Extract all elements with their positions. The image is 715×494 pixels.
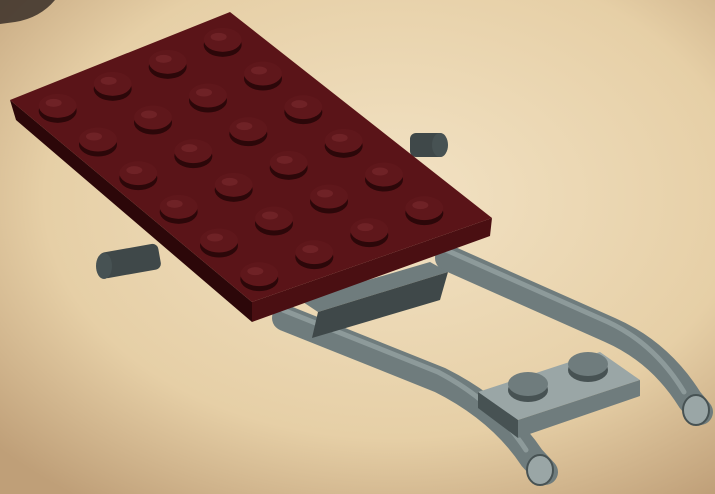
plate-stud xyxy=(240,262,278,291)
plate-stud xyxy=(79,128,117,157)
plate-stud xyxy=(189,84,227,113)
plate-stud xyxy=(94,72,132,101)
plate-stud xyxy=(244,62,282,91)
plate-stud xyxy=(255,207,293,236)
plate-stud xyxy=(134,106,172,135)
plate-stud xyxy=(284,95,322,124)
plate-stud xyxy=(160,195,198,224)
plate-stud xyxy=(39,94,77,123)
plate-stud xyxy=(270,151,308,180)
plate-stud xyxy=(325,129,363,158)
plate-stud xyxy=(119,161,157,190)
plate-stud xyxy=(215,173,253,202)
plate-stud xyxy=(310,185,348,214)
small-plate-stud xyxy=(568,352,608,382)
small-plate-stud xyxy=(508,372,548,402)
plate-stud xyxy=(204,28,242,57)
side-pin-right xyxy=(410,133,448,157)
plate-stud xyxy=(149,50,187,79)
plate-stud xyxy=(200,229,238,258)
plate-stud xyxy=(174,139,212,168)
plate-stud xyxy=(405,196,443,225)
plate-stud xyxy=(350,218,388,247)
plate-stud xyxy=(365,163,403,192)
plate-stud xyxy=(229,117,267,146)
plate-stud xyxy=(295,240,333,269)
